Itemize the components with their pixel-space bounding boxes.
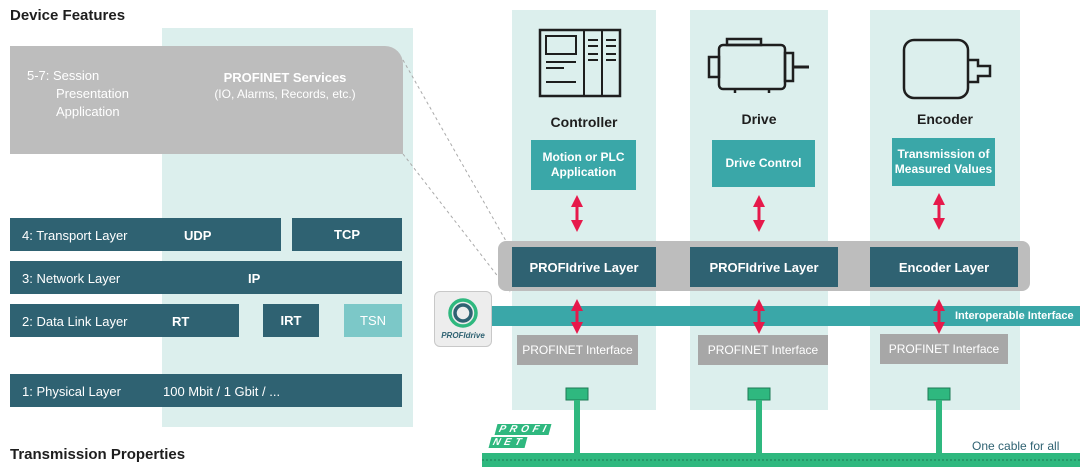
controller-plug bbox=[565, 387, 589, 454]
encoder-layer: Encoder Layer bbox=[870, 247, 1018, 287]
physical-layer-bar: 1: Physical Layer 100 Mbit / 1 Gbit / ..… bbox=[10, 374, 402, 407]
profinet-services: PROFINET Services (IO, Alarms, Records, … bbox=[214, 70, 356, 101]
session-layer-label: 5-7: Session Presentation Application bbox=[27, 68, 129, 119]
session-block bbox=[10, 46, 403, 154]
encoder-title: Encoder bbox=[916, 111, 973, 127]
transport-layer-bar: 4: Transport Layer UDP bbox=[10, 218, 281, 251]
drive-function-box: Drive Control bbox=[712, 140, 815, 187]
transmission-properties-title: Transmission Properties bbox=[10, 446, 186, 463]
profidrive-logo: PROFIdrive bbox=[434, 291, 492, 347]
profidrive-logo-icon bbox=[448, 298, 478, 328]
controller-profidrive-layer: PROFIdrive Layer bbox=[512, 247, 656, 287]
dashed-line-bottom bbox=[402, 153, 511, 293]
controller-title: Controller bbox=[550, 114, 618, 130]
network-layer-bar: 3: Network Layer IP bbox=[10, 261, 402, 294]
irt-box: IRT bbox=[263, 304, 319, 337]
bus-cable bbox=[482, 453, 1080, 467]
interoperable-interface-band bbox=[486, 306, 1080, 326]
interoperable-interface-label: Interoperable Interface bbox=[955, 310, 1074, 322]
tsn-box: TSN bbox=[344, 304, 402, 337]
drive-title: Drive bbox=[741, 111, 777, 127]
drive-profinet-interface: PROFINET Interface bbox=[698, 335, 828, 365]
one-cable-label: One cable for all bbox=[972, 439, 1060, 453]
encoder-profinet-interface: PROFINET Interface bbox=[880, 334, 1008, 364]
datalink-layer-bar: 2: Data Link Layer RT bbox=[10, 304, 239, 337]
profinet-logo: PROFI NET bbox=[488, 424, 552, 452]
encoder-plug bbox=[927, 387, 951, 454]
controller-icon bbox=[538, 28, 622, 98]
dashed-line-top bbox=[402, 59, 511, 249]
tcp-box: TCP bbox=[292, 218, 402, 251]
controller-profinet-interface: PROFINET Interface bbox=[517, 335, 638, 365]
drive-plug bbox=[747, 387, 771, 454]
encoder-icon bbox=[902, 38, 992, 100]
drive-profidrive-layer: PROFIdrive Layer bbox=[690, 247, 838, 287]
motor-icon bbox=[707, 37, 809, 93]
device-features-title: Device Features bbox=[10, 7, 126, 24]
